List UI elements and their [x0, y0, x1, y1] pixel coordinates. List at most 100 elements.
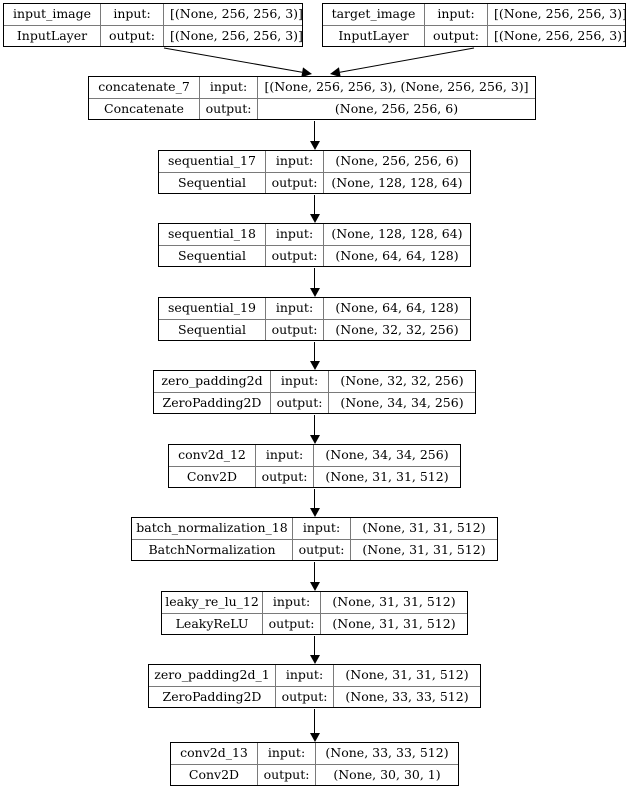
layer-output-shape-target_image: [(None, 256, 256, 3)] — [494, 27, 627, 43]
arrowhead-icon-zero_padding2d_1-to-conv2d_13 — [309, 733, 320, 742]
layer-class-zero_padding2d: ZeroPadding2D — [154, 392, 271, 413]
layer-input-shape-concatenate_7: [(None, 256, 256, 3), (None, 256, 256, 3… — [264, 79, 529, 94]
layer-input-label-zero_padding2d_1: input: — [276, 665, 334, 686]
arrowhead-icon-leaky_re_lu_12-to-zero_padding2d_1 — [309, 655, 320, 664]
arrowhead-icon-sequential_18-to-sequential_19 — [309, 288, 320, 297]
layer-output-shape-sequential_19: (None, 32, 32, 256) — [335, 321, 459, 337]
layer-input-label-sequential_19: input: — [266, 298, 324, 319]
layer-output-shape-batch_normalization_18: (None, 31, 31, 512) — [362, 541, 486, 557]
layer-input-label-sequential_17: input: — [266, 151, 324, 172]
layer-output-shape-input_image: [(None, 256, 256, 3)] — [170, 27, 303, 43]
layer-input-label-conv2d_12: input: — [256, 445, 314, 466]
layer-class-target_image: InputLayer — [323, 25, 425, 46]
edge-line-input_image-to-concatenate_7 — [163, 47, 312, 78]
edge-line-leaky_re_lu_12-to-zero_padding2d_1 — [314, 636, 315, 656]
layer-name-zero_padding2d: zero_padding2d — [154, 371, 271, 392]
layer-name-concatenate_7: concatenate_7 — [89, 77, 200, 98]
layer-output-label-conv2d_12: output: — [256, 466, 314, 487]
arrowhead-icon-sequential_19-to-zero_padding2d — [309, 361, 320, 370]
layer-class-sequential_17: Sequential — [159, 172, 266, 193]
layer-output-shape-conv2d_12: (None, 31, 31, 512) — [325, 468, 449, 484]
layer-output-label-input_image: output: — [101, 25, 164, 46]
layer-name-conv2d_12: conv2d_12 — [169, 445, 256, 466]
edge-line-sequential_17-to-sequential_18 — [314, 195, 315, 215]
edge-line-sequential_19-to-zero_padding2d — [314, 342, 315, 362]
layer-output-shape-concatenate_7: (None, 256, 256, 6) — [334, 100, 459, 116]
layer-input-shape-sequential_18: (None, 128, 128, 64) — [331, 226, 463, 241]
arrowhead-icon-input_image-to-concatenate_7 — [301, 67, 312, 78]
layer-input-shape-zero_padding2d_1: (None, 31, 31, 512) — [345, 667, 469, 682]
edge-line-zero_padding2d_1-to-conv2d_13 — [314, 709, 315, 734]
layer-class-batch_normalization_18: BatchNormalization — [132, 539, 293, 560]
layer-output-label-sequential_18: output: — [266, 245, 324, 266]
layer-output-shape-conv2d_13: (None, 30, 30, 1) — [333, 766, 441, 782]
edge-line-zero_padding2d-to-conv2d_12 — [314, 415, 315, 436]
layer-input-shape-sequential_19: (None, 64, 64, 128) — [335, 300, 459, 315]
layer-output-label-concatenate_7: output: — [200, 98, 258, 119]
layer-input-shape-conv2d_13: (None, 33, 33, 512) — [325, 745, 449, 760]
layer-class-conv2d_12: Conv2D — [169, 466, 256, 487]
layer-name-batch_normalization_18: batch_normalization_18 — [132, 518, 293, 539]
layer-output-shape-zero_padding2d_1: (None, 33, 33, 512) — [345, 688, 469, 704]
layer-name-input_image: input_image — [4, 4, 101, 25]
arrowhead-icon-batch_normalization_18-to-leaky_re_lu_12 — [309, 582, 320, 591]
layer-output-label-sequential_17: output: — [266, 172, 324, 193]
layer-class-zero_padding2d_1: ZeroPadding2D — [149, 686, 276, 707]
layer-output-label-target_image: output: — [425, 25, 488, 46]
layer-output-shape-zero_padding2d: (None, 34, 34, 256) — [340, 394, 464, 410]
edge-line-conv2d_12-to-batch_normalization_18 — [314, 489, 315, 509]
arrowhead-icon-conv2d_12-to-batch_normalization_18 — [309, 508, 320, 517]
layer-input-label-sequential_18: input: — [266, 224, 324, 245]
layer-input-label-conv2d_13: input: — [258, 743, 316, 764]
layer-output-shape-sequential_17: (None, 128, 128, 64) — [331, 174, 463, 190]
layer-class-sequential_19: Sequential — [159, 319, 266, 340]
edge-line-sequential_18-to-sequential_19 — [314, 268, 315, 289]
layer-name-leaky_re_lu_12: leaky_re_lu_12 — [162, 592, 263, 613]
layer-output-label-batch_normalization_18: output: — [293, 539, 351, 560]
layer-input-shape-batch_normalization_18: (None, 31, 31, 512) — [362, 520, 486, 535]
layer-class-conv2d_13: Conv2D — [171, 764, 258, 785]
layer-input-shape-zero_padding2d: (None, 32, 32, 256) — [340, 373, 464, 388]
layer-input-shape-conv2d_12: (None, 34, 34, 256) — [325, 447, 449, 462]
layer-input-shape-input_image: [(None, 256, 256, 3)] — [170, 6, 303, 21]
layer-name-sequential_18: sequential_18 — [159, 224, 266, 245]
arrowhead-icon-zero_padding2d-to-conv2d_12 — [309, 435, 320, 444]
layer-input-label-leaky_re_lu_12: input: — [263, 592, 321, 613]
layer-name-zero_padding2d_1: zero_padding2d_1 — [149, 665, 276, 686]
layer-output-shape-sequential_18: (None, 64, 64, 128) — [335, 247, 459, 263]
layer-input-label-zero_padding2d: input: — [271, 371, 329, 392]
layer-class-input_image: InputLayer — [4, 25, 101, 46]
